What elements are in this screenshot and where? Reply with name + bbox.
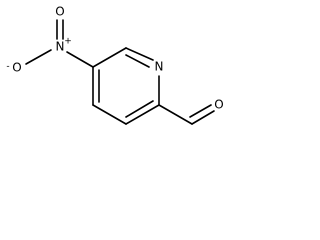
nitro-oxygen-left-charge: - — [6, 62, 9, 72]
aldehyde-group — [158, 104, 215, 125]
bond-cho-o-double — [189, 104, 212, 118]
bond-c6-c5 — [92, 47, 127, 68]
nitro-oxygen-left-label: O — [12, 61, 21, 75]
bond-c3-c2-double — [125, 100, 154, 118]
nitro-group — [25, 19, 94, 68]
bond-cho-o — [191, 110, 215, 125]
ring-nitrogen-label: N — [155, 60, 164, 74]
bond-n1-c6-double — [125, 54, 150, 68]
chemical-structure-diagram: N N + O O - O — [6, 5, 224, 125]
bond-c3-c2 — [125, 104, 160, 125]
bond-c5-nitro-n — [66, 51, 94, 68]
bond-nitro-n-o-left — [25, 49, 52, 65]
aldehyde-oxygen-label: O — [214, 98, 223, 112]
bond-c2-cho — [158, 104, 193, 125]
nitro-nitrogen-charge: + — [64, 37, 72, 47]
atom-labels: N N + O O - O — [6, 5, 223, 112]
pyridine-ring — [92, 47, 160, 125]
bond-n1-c6 — [125, 47, 154, 61]
nitro-nitrogen-label: N — [56, 40, 65, 54]
nitro-oxygen-top-label: O — [55, 5, 64, 19]
bond-c4-c3 — [92, 104, 127, 125]
